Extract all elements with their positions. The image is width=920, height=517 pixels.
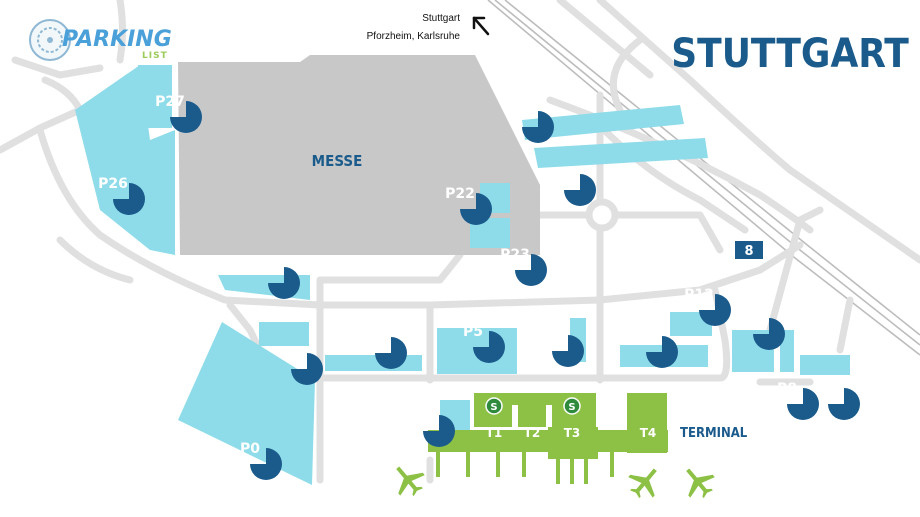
parking-pin-p6[interactable]: P6	[542, 328, 584, 367]
parking-pin-p12[interactable]: P12	[684, 287, 731, 326]
location-pin-icon	[552, 335, 584, 367]
sbahn-symbol: S	[568, 402, 575, 413]
airplane-icon	[396, 466, 425, 497]
parking-pin-label: P3	[413, 408, 433, 424]
highway-shield: 8	[733, 239, 765, 261]
parking-pin-p4[interactable]: P4	[365, 330, 407, 369]
terminal-t2-label: T2	[524, 426, 541, 440]
location-pin-icon	[423, 415, 455, 447]
location-pin-icon	[113, 183, 145, 215]
terminal-t3-label: T3	[564, 426, 581, 440]
lot-p11	[800, 355, 850, 375]
railway-lines	[487, 0, 920, 356]
parking-pin-p22[interactable]: P22	[445, 186, 492, 225]
lot-p26	[75, 65, 175, 255]
airplane-icon	[686, 468, 715, 499]
location-pin-icon	[460, 193, 492, 225]
location-pin-icon	[515, 254, 547, 286]
airport-terminal	[428, 393, 668, 484]
parking-pin-label: P27	[155, 94, 185, 110]
sbahn-symbol: S	[490, 402, 497, 413]
location-pin-icon	[699, 294, 731, 326]
parking-pin-label: P23	[500, 247, 530, 263]
location-pin-icon	[291, 353, 323, 385]
parking-pin-p9[interactable]: P9	[743, 311, 785, 350]
sbahn-marker-t3: S	[563, 397, 581, 415]
parking-pin-label: P12	[684, 287, 714, 303]
parking-pin-p25[interactable]: P25	[253, 260, 300, 299]
parking-pin-label: P21	[549, 167, 579, 183]
direction-line1: Stuttgart	[422, 13, 460, 24]
parking-pin-label: P25	[253, 260, 283, 276]
parking-pin-label: P26	[98, 176, 128, 192]
parking-pin-label: P14	[631, 329, 661, 345]
terminal-gaps	[512, 405, 552, 427]
terminal-label: TERMINAL	[680, 426, 748, 441]
parking-pin-p26[interactable]: P26	[98, 176, 145, 215]
lot-p0	[178, 322, 315, 485]
location-pin-icon	[170, 101, 202, 133]
location-pin-icon	[268, 267, 300, 299]
parking-pin-label: P9	[743, 311, 763, 327]
location-pin-icon	[375, 337, 407, 369]
highway-number: 8	[744, 244, 753, 259]
parking-pin-label: P20	[507, 104, 537, 120]
airplane-icon	[628, 468, 657, 499]
roundabout	[585, 198, 619, 232]
location-pin-icon	[473, 331, 505, 363]
arrow-up-left-icon	[472, 16, 490, 36]
road-network	[0, 0, 920, 484]
messe-area	[178, 55, 540, 255]
parking-pin-p3[interactable]: P3	[413, 408, 455, 447]
location-pin-icon	[522, 111, 554, 143]
lot-p27	[138, 65, 172, 128]
lot-p2	[259, 322, 309, 346]
parking-pin-label: P0	[240, 441, 260, 457]
logo-small-text: LIST	[142, 51, 168, 61]
parking-pin-p8[interactable]: P8	[777, 381, 819, 420]
location-pin-icon	[646, 336, 678, 368]
lot-p21	[534, 138, 708, 168]
location-pin-icon	[250, 448, 282, 480]
lot-p4	[325, 355, 422, 371]
parking-pin-p14[interactable]: P14	[631, 329, 678, 368]
parkinglist-logo: PARKING LIST	[29, 19, 172, 61]
parking-pin-p5[interactable]: P5	[463, 324, 505, 363]
location-pin-icon	[753, 318, 785, 350]
parking-pin-p20[interactable]: P20	[507, 104, 554, 143]
location-pin-icon	[828, 388, 860, 420]
parking-pin-label: P8	[777, 381, 797, 397]
city-title: STUTTGART	[671, 31, 909, 77]
parking-pin-label: P4	[365, 330, 385, 346]
parking-pin-p23[interactable]: P23	[500, 247, 547, 286]
parking-pin-label: P6	[542, 328, 562, 344]
parking-pin-label: P5	[463, 324, 483, 340]
parking-pin-p11[interactable]: P11	[813, 381, 860, 420]
lot-p20	[522, 105, 684, 140]
parking-pin-p21[interactable]: P21	[549, 167, 596, 206]
parking-pin-label: P2	[281, 346, 301, 362]
terminal-t1-label: T1	[486, 426, 503, 440]
parking-pin-label: P22	[445, 186, 475, 202]
sbahn-marker-t1: S	[485, 397, 503, 415]
parking-pin-p2[interactable]: P2	[281, 346, 323, 385]
location-pin-icon	[564, 174, 596, 206]
messe-label: MESSE	[312, 152, 363, 170]
location-pin-icon	[787, 388, 819, 420]
logo-big-text: PARKING	[62, 27, 172, 52]
parking-pin-p27[interactable]: P27	[155, 94, 202, 133]
parking-pin-p0[interactable]: P0	[240, 441, 282, 480]
terminal-t4-label: T4	[640, 426, 657, 440]
logo-mark-icon	[29, 19, 71, 61]
parking-pin-label: P11	[813, 381, 843, 397]
direction-line2: Pforzheim, Karlsruhe	[367, 31, 461, 42]
direction-sign: Stuttgart Pforzheim, Karlsruhe	[367, 13, 490, 42]
